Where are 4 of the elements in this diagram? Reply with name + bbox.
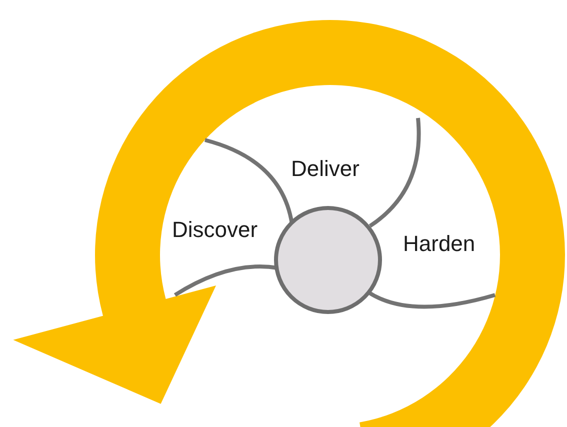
phase-label: Deliver — [291, 158, 360, 180]
phase-label: Discover — [172, 219, 258, 241]
phase-label: Harden — [403, 233, 476, 255]
hub-circle — [274, 206, 382, 314]
